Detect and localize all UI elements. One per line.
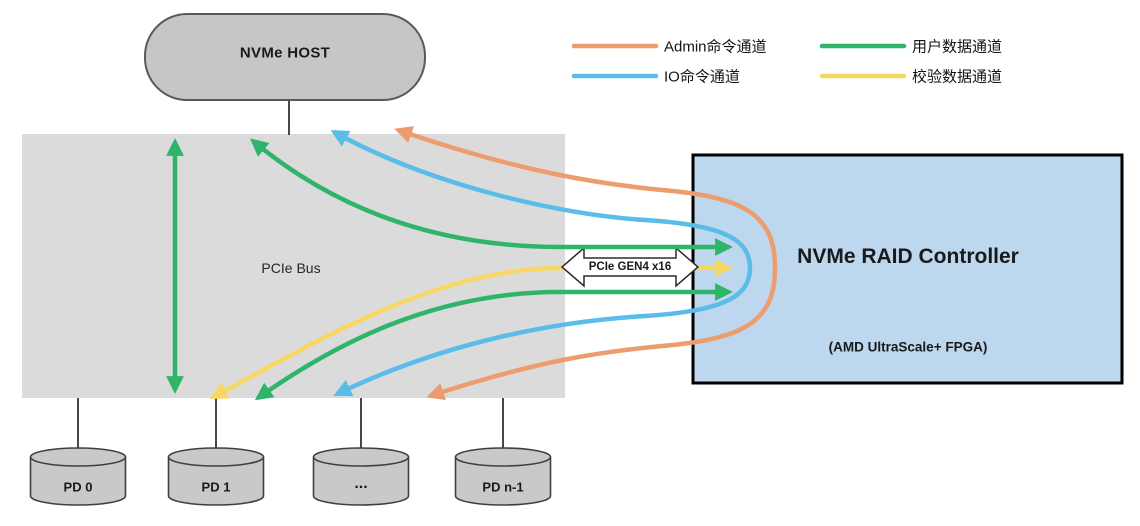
controller-title: NVMe RAID Controller bbox=[797, 245, 1019, 268]
nvme-host-box bbox=[144, 13, 426, 101]
cylinder-top bbox=[312, 447, 410, 467]
disk-pd0-cylinder bbox=[29, 447, 127, 506]
legend-label-io: IO命令通道 bbox=[664, 68, 740, 86]
host-label: NVMe HOST bbox=[239, 44, 331, 62]
disk-pdn1-cylinder bbox=[454, 447, 552, 506]
cylinder-top bbox=[454, 447, 552, 467]
disk-label-ellipsis: ... bbox=[354, 475, 368, 492]
disk-label-pdn1: PD n-1 bbox=[482, 479, 524, 495]
cylinder-body bbox=[30, 457, 126, 505]
admin-channel-path bbox=[394, 126, 778, 401]
cylinder-outline bbox=[454, 457, 552, 506]
disk-ellipsis-cylinder bbox=[312, 447, 410, 506]
disk-pd1-cylinder bbox=[167, 447, 265, 506]
disk-label-pd1: PD 1 bbox=[201, 479, 231, 495]
legend-label-admin: Admin命令通道 bbox=[664, 38, 767, 56]
cylinder-body bbox=[455, 457, 551, 505]
cylinder-top bbox=[167, 447, 265, 467]
cylinder-outline bbox=[29, 457, 127, 506]
cylinder-body bbox=[168, 457, 264, 505]
cylinder-top bbox=[29, 447, 127, 467]
pcie-bus-label: PCIe Bus bbox=[261, 260, 321, 276]
cylinder-outline bbox=[312, 457, 410, 506]
cylinder-outline bbox=[167, 457, 265, 506]
cylinder-body bbox=[313, 457, 409, 505]
controller-subtitle: (AMD UltraScale+ FPGA) bbox=[828, 339, 988, 355]
legend-label-user: 用户数据通道 bbox=[912, 38, 1003, 56]
raid-controller-box bbox=[691, 153, 1124, 385]
legend-label-parity: 校验数据通道 bbox=[912, 68, 1003, 86]
disk-label-pd0: PD 0 bbox=[63, 479, 93, 495]
pcie-link-label: PCIe GEN4 x16 bbox=[588, 261, 672, 273]
io-channel-path bbox=[330, 130, 753, 397]
